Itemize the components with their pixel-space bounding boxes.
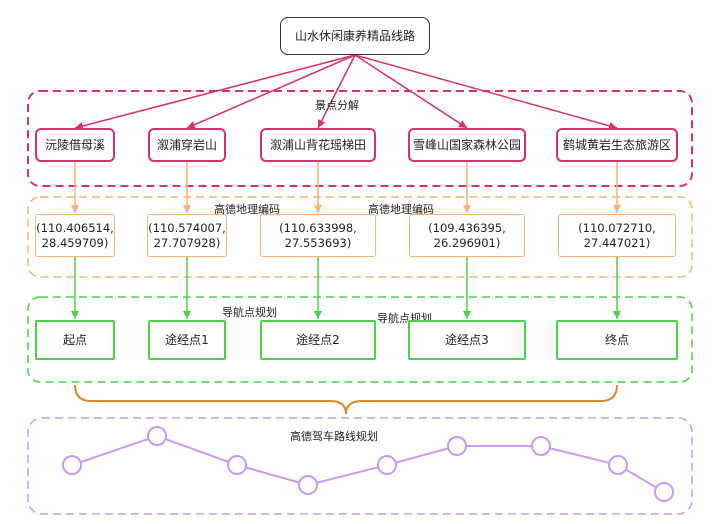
nav-point-end: 终点 [556, 320, 678, 360]
stage-label-geocoding-left: 高德地理编码 [214, 203, 280, 216]
spot-box: 雪峰山国家森林公园 [408, 128, 526, 162]
nav-point-waypoint-1: 途经点1 [148, 320, 226, 360]
route-node [147, 426, 167, 446]
coord-longitude: (110.072710, [578, 220, 656, 235]
route-node [531, 436, 551, 456]
coord-box: (110.574007,27.707928) [147, 214, 227, 257]
title-to-spot-arrows [74, 54, 618, 130]
arrow-to-spot-3 [317, 54, 356, 129]
merge-brace [74, 384, 618, 415]
nav-point-waypoint-3: 途经点3 [408, 320, 526, 360]
nav-point-start: 起点 [35, 320, 115, 360]
route-node [447, 436, 467, 456]
arrow-to-spot-1 [74, 54, 356, 130]
stage-label-driving-route: 高德驾车路线规划 [290, 430, 378, 443]
coord-longitude: (110.574007, [148, 220, 226, 235]
route-nodes [62, 426, 674, 502]
coord-latitude: 28.459709) [41, 235, 109, 250]
coord-longitude: (110.633998, [279, 220, 357, 235]
route-node [227, 455, 247, 475]
coord-latitude: 26.296901) [433, 235, 501, 250]
coord-group-frame [27, 196, 693, 278]
spot-group-frame [27, 90, 693, 187]
stage-label-geocoding-right: 高德地理编码 [368, 203, 434, 216]
route-node [377, 455, 397, 475]
coord-latitude: 27.447021) [583, 235, 651, 250]
spot-box: 沅陵借母溪 [35, 128, 115, 162]
arrow-to-spot-2 [186, 54, 356, 129]
spot-box: 溆浦穿岩山 [148, 128, 226, 162]
coord-longitude: (110.406514, [36, 220, 114, 235]
route-group-frame [27, 417, 693, 515]
coord-longitude: (109.436395, [428, 220, 506, 235]
coord-box: (109.436395,26.296901) [409, 214, 525, 257]
spot-to-coord-arrows [71, 162, 621, 213]
arrow-to-spot-5 [354, 54, 618, 130]
route-node [62, 455, 82, 475]
coord-box: (110.072710,27.447021) [558, 214, 676, 257]
coord-latitude: 27.707928) [153, 235, 221, 250]
route-node [298, 475, 318, 495]
spot-box: 鹤城黄岩生态旅游区 [556, 128, 678, 162]
coord-to-nav-arrows [71, 257, 621, 319]
coord-latitude: 27.553693) [284, 235, 352, 250]
coord-box: (110.633998,27.553693) [260, 214, 376, 257]
nav-point-waypoint-2: 途经点2 [260, 320, 376, 360]
arrow-to-spot-4 [354, 54, 468, 129]
stage-label-nav-left: 导航点规划 [222, 306, 277, 319]
route-title: 山水休闲康养精品线路 [280, 17, 430, 55]
coord-box: (110.406514,28.459709) [35, 214, 115, 257]
route-node [654, 482, 674, 502]
spot-box: 溆浦山背花瑶梯田 [260, 128, 376, 162]
nav-group-frame [27, 296, 693, 383]
route-node [608, 455, 628, 475]
stage-label-spot-decomposition: 景点分解 [315, 99, 359, 112]
